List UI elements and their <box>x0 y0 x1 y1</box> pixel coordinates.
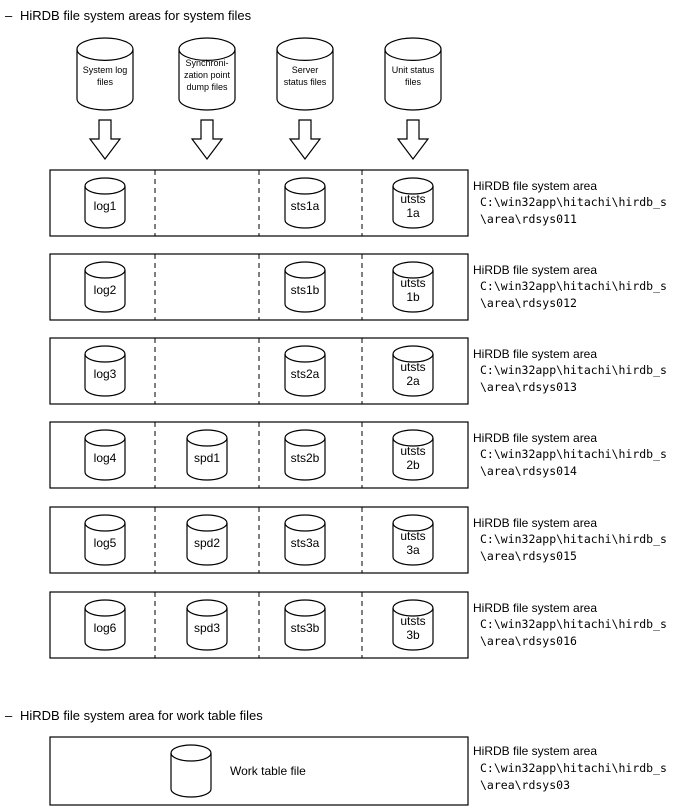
section-bullet: – <box>5 8 13 23</box>
file-cylinder <box>84 261 126 313</box>
section-heading-system-files: HiRDB file system areas for system files <box>20 8 252 23</box>
file-label: sts1b <box>291 283 320 297</box>
file-label: utsts <box>400 529 425 543</box>
source-label-unit-status: files <box>405 77 422 87</box>
file-label: sts3b <box>291 621 320 635</box>
area-title: HiRDB file system area <box>473 431 597 445</box>
area-path: C:\win32app\hitachi\hirdb_s <box>480 532 667 546</box>
file-cylinder <box>392 261 434 313</box>
area-title: HiRDB file system area <box>473 179 597 193</box>
area-path: C:\win32app\hitachi\hirdb_s <box>480 279 667 293</box>
file-cylinder <box>186 599 228 651</box>
source-cylinder-sync-point-dump <box>178 37 236 111</box>
file-label: 1a <box>406 206 420 220</box>
file-label: sts1a <box>291 199 320 213</box>
file-cylinder <box>284 514 326 566</box>
work-table-file-cylinder <box>170 744 212 798</box>
arrow-unit-status <box>396 119 430 160</box>
diagram-content: –HiRDB file system areas for system file… <box>5 8 667 806</box>
source-label-sync-point-dump: zation point <box>184 70 231 80</box>
file-cylinder <box>392 599 434 651</box>
file-cylinder <box>284 345 326 397</box>
file-cylinder <box>84 345 126 397</box>
section-bullet: – <box>5 708 13 723</box>
file-label: utsts <box>400 614 425 628</box>
source-label-sync-point-dump: dump files <box>186 82 228 92</box>
arrow-sync-point-dump <box>190 119 224 160</box>
file-label: 3a <box>406 543 420 557</box>
file-cylinder <box>84 599 126 651</box>
source-cylinder-server-status <box>276 37 334 111</box>
source-cylinder-system-log <box>76 37 134 111</box>
area-path: C:\win32app\hitachi\hirdb_s <box>480 617 667 631</box>
work-area-path: \area\rdsys03 <box>480 778 570 792</box>
file-label: 1b <box>406 290 420 304</box>
arrow-server-status <box>288 119 322 160</box>
file-label: log3 <box>94 367 117 381</box>
source-label-system-log: System log <box>83 65 128 75</box>
area-path: C:\win32app\hitachi\hirdb_s <box>480 447 667 461</box>
file-cylinder <box>392 429 434 481</box>
area-path: C:\win32app\hitachi\hirdb_s <box>480 363 667 377</box>
file-label: utsts <box>400 192 425 206</box>
source-label-server-status: status files <box>284 77 327 87</box>
file-cylinder <box>392 514 434 566</box>
area-title: HiRDB file system area <box>473 263 597 277</box>
file-label: log1 <box>94 199 117 213</box>
work-area-box <box>49 736 469 806</box>
work-area-path: C:\win32app\hitachi\hirdb_s <box>480 761 667 775</box>
area-path: \area\rdsys016 <box>480 634 577 648</box>
file-label: utsts <box>400 444 425 458</box>
file-cylinder <box>84 514 126 566</box>
file-cylinder <box>186 514 228 566</box>
file-cylinder <box>186 429 228 481</box>
area-path: \area\rdsys011 <box>480 212 577 226</box>
file-cylinder <box>392 345 434 397</box>
area-path: \area\rdsys014 <box>480 464 577 478</box>
file-label: 3b <box>406 628 420 642</box>
area-title: HiRDB file system area <box>473 601 597 615</box>
file-label: utsts <box>400 360 425 374</box>
file-cylinder <box>284 429 326 481</box>
file-label: sts3a <box>291 536 320 550</box>
source-label-server-status: Server <box>292 65 319 75</box>
area-path: C:\win32app\hitachi\hirdb_s <box>480 195 667 209</box>
file-label: log6 <box>94 621 117 635</box>
file-label: 2a <box>406 374 420 388</box>
source-cylinder-unit-status <box>384 37 442 111</box>
source-label-unit-status: Unit status <box>392 65 435 75</box>
section-heading-work-table-files: HiRDB file system area for work table fi… <box>20 708 263 723</box>
work-area-title: HiRDB file system area <box>473 744 597 758</box>
area-path: \area\rdsys013 <box>480 380 577 394</box>
file-label: 2b <box>406 458 420 472</box>
file-label: utsts <box>400 276 425 290</box>
file-cylinder <box>284 599 326 651</box>
file-cylinder <box>84 429 126 481</box>
file-cylinder <box>84 177 126 229</box>
work-table-file-label: Work table file <box>230 764 306 778</box>
file-label: sts2a <box>291 367 320 381</box>
file-label: spd2 <box>194 536 220 550</box>
file-label: log4 <box>94 451 117 465</box>
file-label: spd1 <box>194 451 220 465</box>
source-label-system-log: files <box>97 77 114 87</box>
area-title: HiRDB file system area <box>473 516 597 530</box>
source-label-sync-point-dump: Synchroni- <box>185 58 228 68</box>
file-cylinder <box>392 177 434 229</box>
area-path: \area\rdsys012 <box>480 296 577 310</box>
file-label: log5 <box>94 536 117 550</box>
area-title: HiRDB file system area <box>473 347 597 361</box>
file-cylinder <box>284 177 326 229</box>
file-label: sts2b <box>291 451 320 465</box>
file-label: spd3 <box>194 621 220 635</box>
arrow-system-log <box>88 119 122 160</box>
file-label: log2 <box>94 283 117 297</box>
area-path: \area\rdsys015 <box>480 549 577 563</box>
file-cylinder <box>284 261 326 313</box>
